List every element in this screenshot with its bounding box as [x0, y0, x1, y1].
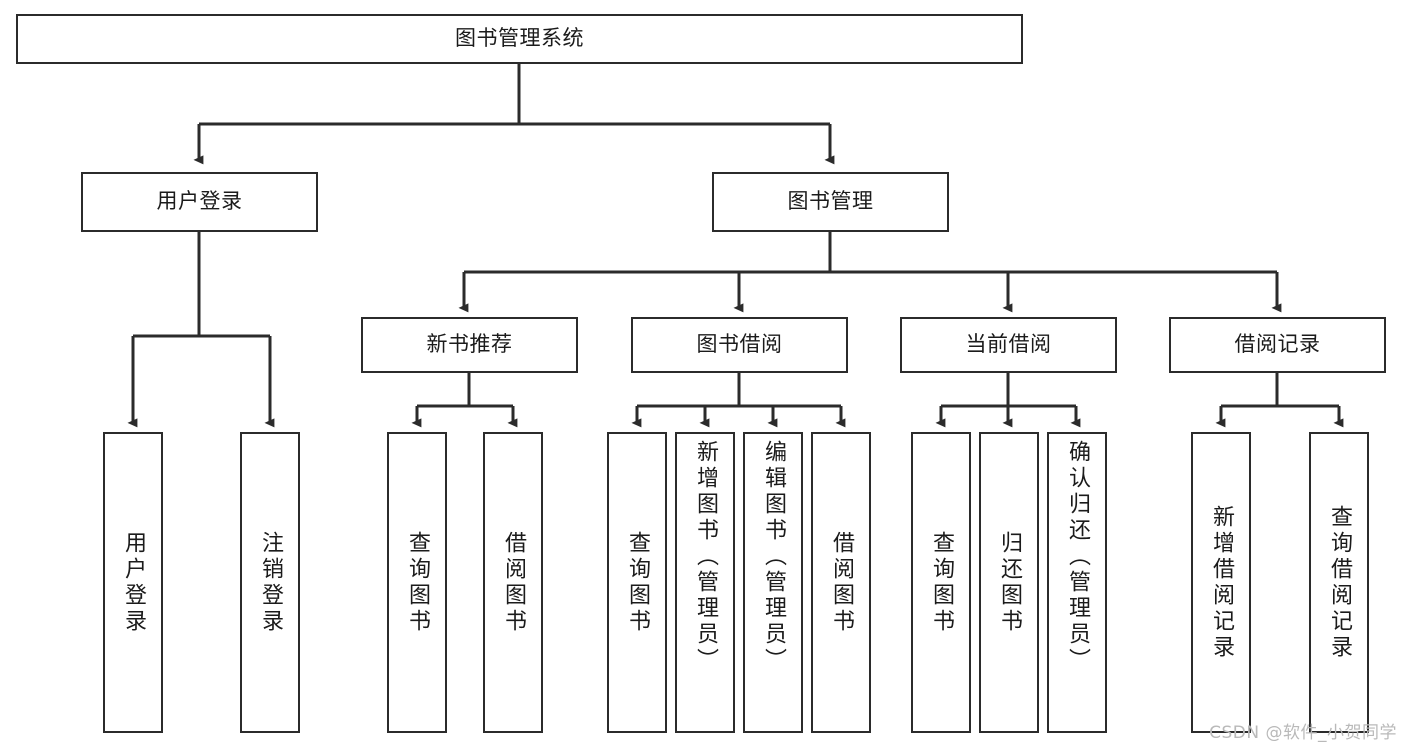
node-book-borrow[interactable]: 图书借阅 — [631, 317, 848, 373]
node-current-borrow[interactable]: 当前借阅 — [900, 317, 1117, 373]
node-leaf-user-login[interactable]: 用户登录 — [103, 432, 163, 733]
node-borrow-record-label: 借阅记录 — [1234, 332, 1321, 357]
node-leaf-query-book-1-label: 查询图书 — [405, 530, 430, 635]
node-leaf-borrow-book-1-label: 借阅图书 — [501, 530, 526, 635]
node-leaf-query-book-2-label: 查询图书 — [625, 530, 650, 635]
node-book-manage[interactable]: 图书管理 — [712, 172, 949, 232]
node-current-borrow-label: 当前借阅 — [965, 332, 1052, 357]
node-root[interactable]: 图书管理系统 — [16, 14, 1023, 64]
node-leaf-query-book-2[interactable]: 查询图书 — [607, 432, 667, 733]
node-new-book-rec-label: 新书推荐 — [426, 332, 513, 357]
node-leaf-return-book-label: 归还图书 — [997, 530, 1022, 635]
node-new-book-rec[interactable]: 新书推荐 — [361, 317, 578, 373]
node-leaf-edit-book[interactable]: 编辑图书（管理员） — [743, 432, 803, 733]
node-leaf-user-login-label: 用户登录 — [121, 530, 146, 635]
node-book-manage-label: 图书管理 — [787, 189, 874, 214]
node-borrow-record[interactable]: 借阅记录 — [1169, 317, 1386, 373]
node-leaf-query-record-label: 查询借阅记录 — [1327, 504, 1352, 661]
node-leaf-confirm-return-label: 确认归还（管理员） — [1065, 440, 1090, 674]
node-leaf-logout[interactable]: 注销登录 — [240, 432, 300, 733]
node-book-borrow-label: 图书借阅 — [696, 332, 783, 357]
node-leaf-add-book-label: 新增图书（管理员） — [693, 440, 718, 674]
node-leaf-add-record-label: 新增借阅记录 — [1209, 504, 1234, 661]
watermark: CSDN @软件_小贺同学 — [1209, 723, 1397, 743]
node-leaf-borrow-book-2[interactable]: 借阅图书 — [811, 432, 871, 733]
node-leaf-borrow-book-2-label: 借阅图书 — [829, 530, 854, 635]
node-root-label: 图书管理系统 — [455, 26, 584, 51]
node-leaf-query-record[interactable]: 查询借阅记录 — [1309, 432, 1369, 733]
node-leaf-logout-label: 注销登录 — [258, 530, 283, 635]
node-leaf-edit-book-label: 编辑图书（管理员） — [761, 440, 786, 674]
node-leaf-add-book[interactable]: 新增图书（管理员） — [675, 432, 735, 733]
node-leaf-query-book-1[interactable]: 查询图书 — [387, 432, 447, 733]
node-leaf-query-book-3-label: 查询图书 — [929, 530, 954, 635]
node-leaf-query-book-3[interactable]: 查询图书 — [911, 432, 971, 733]
node-leaf-return-book[interactable]: 归还图书 — [979, 432, 1039, 733]
node-leaf-confirm-return[interactable]: 确认归还（管理员） — [1047, 432, 1107, 733]
node-user-login[interactable]: 用户登录 — [81, 172, 318, 232]
node-leaf-add-record[interactable]: 新增借阅记录 — [1191, 432, 1251, 733]
node-leaf-borrow-book-1[interactable]: 借阅图书 — [483, 432, 543, 733]
node-user-login-label: 用户登录 — [156, 189, 243, 214]
